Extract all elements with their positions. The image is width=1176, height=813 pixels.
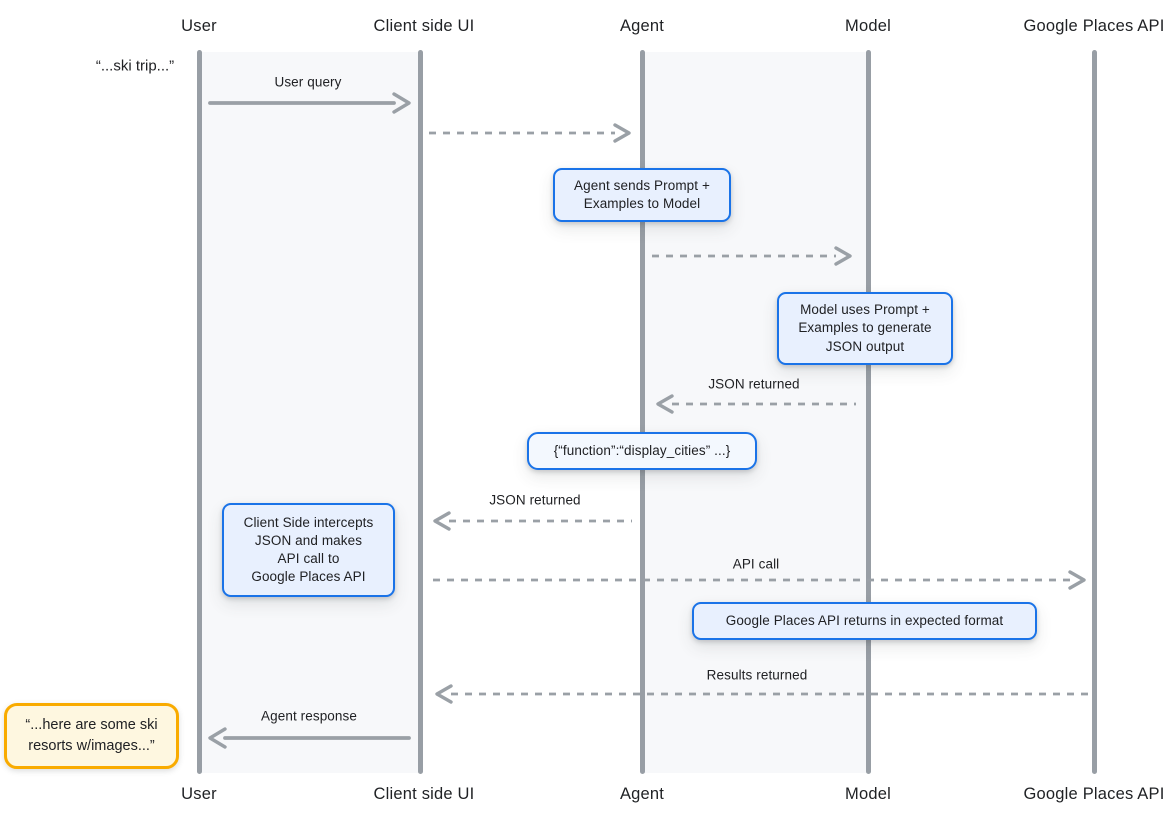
quote-ski-trip: “...ski trip...”	[95, 57, 175, 75]
band-user-clientui	[200, 52, 420, 773]
note-function-json: {“function”:“display_cities” ...}	[527, 432, 757, 470]
lifeline-model	[865, 50, 871, 774]
message-label-json-returned-2: JSON returned	[489, 492, 581, 508]
arrow-json-returned-model-to-agent	[656, 392, 856, 416]
arrow-clientui-to-agent	[429, 121, 631, 145]
actor-label-googleplaces-bottom: Google Places API	[1023, 785, 1165, 803]
arrow-api-call-svg	[433, 570, 1086, 590]
arrowhead-left-icon	[208, 727, 227, 749]
actor-label-model-top: Model	[845, 17, 891, 35]
arrow-json-returned-agent-to-clientui	[433, 509, 632, 533]
lifeline-user	[196, 50, 202, 774]
arrow-json-returned-agent-to-clientui-svg	[433, 511, 632, 531]
actor-label-user-top: User	[181, 17, 217, 35]
arrow-user-query-svg	[208, 92, 411, 114]
actor-label-agent-bottom: Agent	[619, 785, 665, 803]
arrow-api-call	[433, 568, 1086, 592]
arrowhead-left-icon	[656, 394, 674, 414]
arrow-results-returned-svg	[435, 684, 1090, 704]
arrow-user-query	[207, 91, 412, 115]
arrowhead-right-icon	[1068, 570, 1086, 590]
arrowhead-left-icon	[433, 511, 451, 531]
arrow-agent-response-svg	[208, 727, 411, 749]
arrowhead-right-icon	[392, 92, 411, 114]
message-label-agent-response: Agent response	[261, 708, 357, 724]
arrowhead-right-icon	[613, 123, 631, 143]
note-model-uses-prompt: Model uses Prompt + Examples to generate…	[777, 292, 953, 365]
actor-label-clientui-top: Client side UI	[373, 17, 475, 35]
message-label-results-returned: Results returned	[706, 667, 808, 683]
message-label-api-call: API call	[732, 556, 780, 572]
message-label-json-returned-1: JSON returned	[708, 376, 800, 392]
actor-label-agent-top: Agent	[619, 17, 665, 35]
actor-label-user-bottom: User	[181, 785, 217, 803]
note-google-places-returns: Google Places API returns in expected fo…	[692, 602, 1037, 640]
arrow-clientui-to-agent-svg	[429, 123, 631, 143]
arrow-agent-to-model	[652, 244, 852, 268]
lifeline-google-places-api	[1091, 50, 1097, 774]
actor-label-model-bottom: Model	[845, 785, 891, 803]
arrow-agent-to-model-svg	[652, 246, 852, 266]
quote-ski-resorts: “...here are some ski resorts w/images..…	[4, 703, 179, 769]
arrow-json-returned-model-to-agent-svg	[656, 394, 856, 414]
lifeline-agent	[639, 50, 645, 774]
arrow-results-returned	[435, 682, 1090, 706]
arrow-agent-response	[207, 726, 411, 750]
note-agent-sends-prompt: Agent sends Prompt + Examples to Model	[553, 168, 731, 222]
arrowhead-left-icon	[435, 684, 453, 704]
message-label-user-query: User query	[274, 74, 342, 90]
lifeline-client-side-ui	[417, 50, 423, 774]
note-client-side-intercepts: Client Side intercepts JSON and makes AP…	[222, 503, 395, 597]
arrowhead-right-icon	[834, 246, 852, 266]
actor-label-clientui-bottom: Client side UI	[373, 785, 475, 803]
actor-label-googleplaces-top: Google Places API	[1023, 17, 1165, 35]
